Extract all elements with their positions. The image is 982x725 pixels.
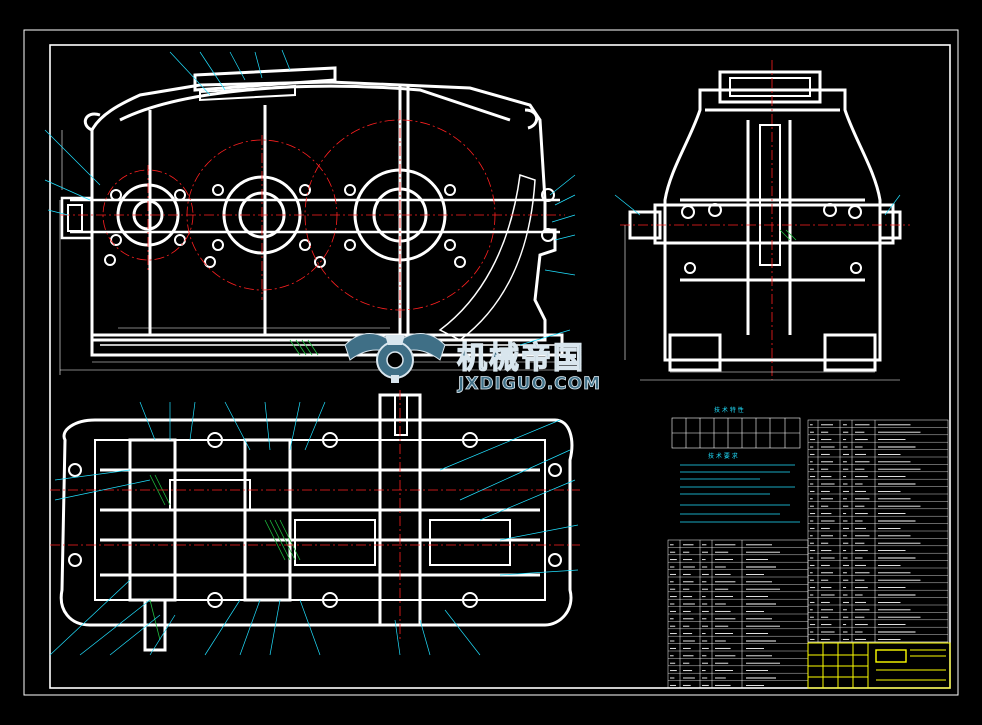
top-leaders: [49, 401, 579, 656]
watermark: 机械帝国 JXDIGUO.COM: [344, 332, 601, 394]
spec-table: [671, 417, 801, 449]
title-block: [807, 642, 951, 689]
front-dimensions: [59, 130, 562, 375]
tech-requirements-title: 技 术 要 求: [708, 452, 738, 460]
parts-list-left-text: [670, 544, 780, 686]
front-view: [60, 66, 564, 357]
top-center-lines: [50, 390, 580, 640]
side-leaders: [614, 194, 901, 216]
spec-table-title: 技 术 特 性: [714, 406, 744, 414]
gear-logo-icon: [344, 332, 446, 383]
top-hatch: [149, 474, 301, 641]
side-view: [628, 70, 902, 372]
tech-requirements-lines: [680, 464, 800, 523]
watermark-en: JXDIGUO.COM: [457, 374, 601, 394]
watermark-cn: 机械帝国: [457, 341, 585, 376]
parts-list-left-rows: [668, 547, 808, 689]
front-hatch: [289, 339, 319, 356]
parts-list-right-rows: [808, 427, 948, 643]
side-center-lines: [620, 60, 910, 380]
side-dimensions: [624, 225, 900, 381]
front-oil-guide: [438, 174, 536, 341]
inner-border: [49, 44, 951, 689]
outer-border: [23, 29, 959, 696]
side-hatch: [779, 229, 797, 241]
front-center-lines: [60, 110, 565, 320]
front-leaders: [44, 49, 576, 346]
top-view: [59, 393, 574, 652]
parts-list-right-text: [810, 424, 921, 640]
